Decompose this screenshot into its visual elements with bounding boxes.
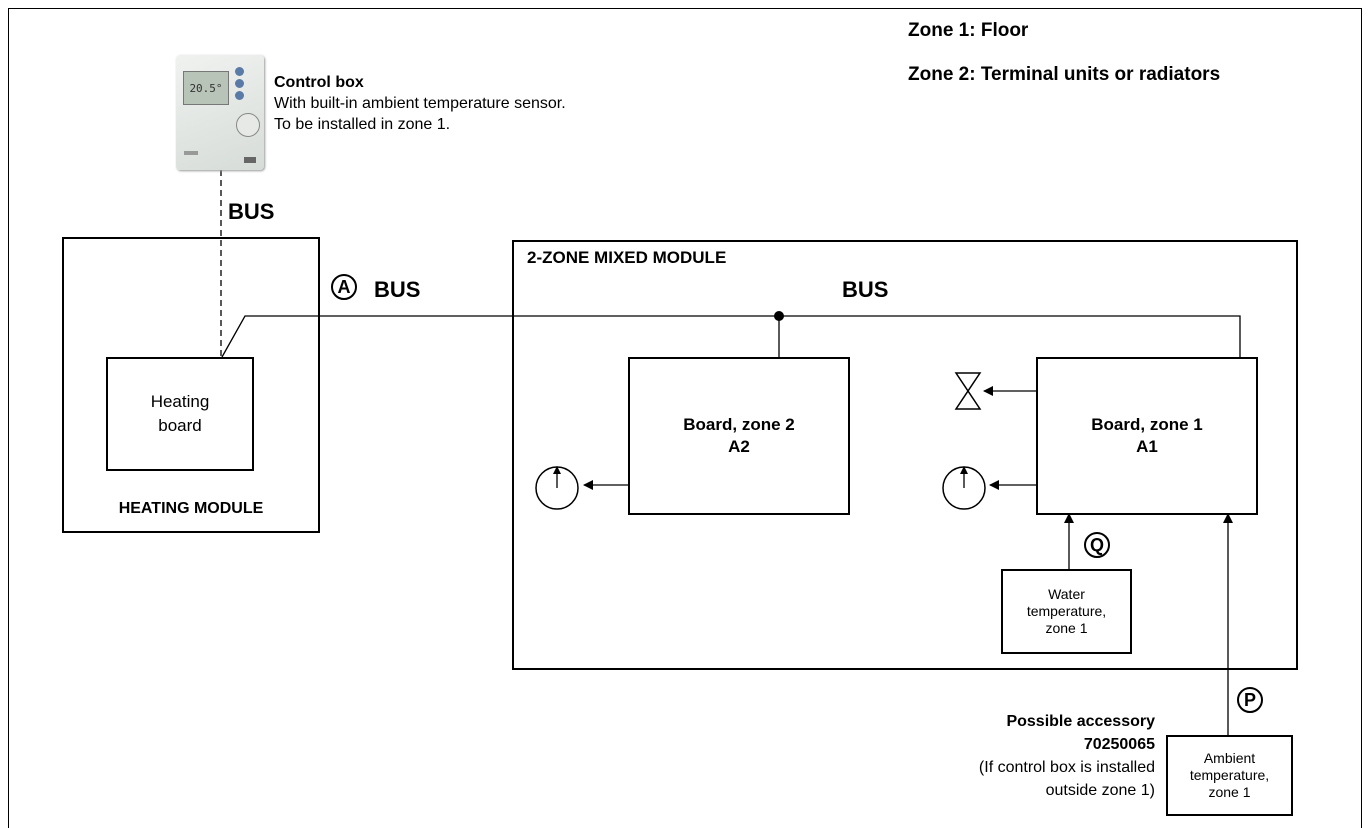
heating-board: Heating board <box>106 357 254 471</box>
thermostat-display: 20.5° <box>183 71 229 105</box>
heating-board-line2: board <box>158 414 201 438</box>
ambient-sensor-line2: temperature, <box>1190 767 1269 784</box>
thermostat-badge-icon <box>244 157 256 163</box>
board-zone2-line1: Board, zone 2 <box>683 414 794 436</box>
ambient-sensor-line1: Ambient <box>1204 750 1255 767</box>
heating-module-title: HEATING MODULE <box>62 500 320 518</box>
control-box-line1: With built-in ambient temperature sensor… <box>274 93 566 114</box>
mixed-module-title: 2-ZONE MIXED MODULE <box>527 248 726 268</box>
accessory-line2: 70250065 <box>880 733 1155 756</box>
water-temperature-sensor: Water temperature, zone 1 <box>1001 569 1132 654</box>
thermostat-display-value: 20.5° <box>189 82 222 95</box>
control-box-description: Control box With built-in ambient temper… <box>274 72 566 135</box>
accessory-note: Possible accessory 70250065 (If control … <box>880 710 1155 802</box>
bus-label-top: BUS <box>228 199 274 225</box>
marker-a: A <box>331 274 357 300</box>
board-zone2-line2: A2 <box>728 436 750 458</box>
heating-board-line1: Heating <box>151 390 210 414</box>
ambient-sensor-line3: zone 1 <box>1208 784 1250 801</box>
water-sensor-line2: temperature, <box>1027 603 1106 620</box>
accessory-line1: Possible accessory <box>880 710 1155 733</box>
accessory-line3: (If control box is installed <box>880 756 1155 779</box>
bus-label-a: BUS <box>374 277 420 303</box>
water-sensor-line3: zone 1 <box>1045 620 1087 637</box>
board-zone1-line1: Board, zone 1 <box>1091 414 1202 436</box>
thermostat-button-2-icon <box>235 79 244 88</box>
zone2-label: Zone 2: Terminal units or radiators <box>908 64 1220 86</box>
zone1-label: Zone 1: Floor <box>908 20 1028 42</box>
control-box-thermostat: 20.5° <box>176 55 264 170</box>
board-zone1-line2: A1 <box>1136 436 1158 458</box>
marker-p: P <box>1237 687 1263 713</box>
control-box-title: Control box <box>274 72 566 93</box>
water-sensor-line1: Water <box>1048 586 1085 603</box>
thermostat-dial-icon <box>236 113 260 137</box>
control-box-line2: To be installed in zone 1. <box>274 114 566 135</box>
thermostat-logo-icon <box>184 151 198 155</box>
thermostat-button-1-icon <box>235 67 244 76</box>
ambient-temperature-sensor: Ambient temperature, zone 1 <box>1166 735 1293 816</box>
accessory-line4: outside zone 1) <box>880 779 1155 802</box>
board-zone1: Board, zone 1 A1 <box>1036 357 1258 515</box>
thermostat-button-3-icon <box>235 91 244 100</box>
board-zone2: Board, zone 2 A2 <box>628 357 850 515</box>
